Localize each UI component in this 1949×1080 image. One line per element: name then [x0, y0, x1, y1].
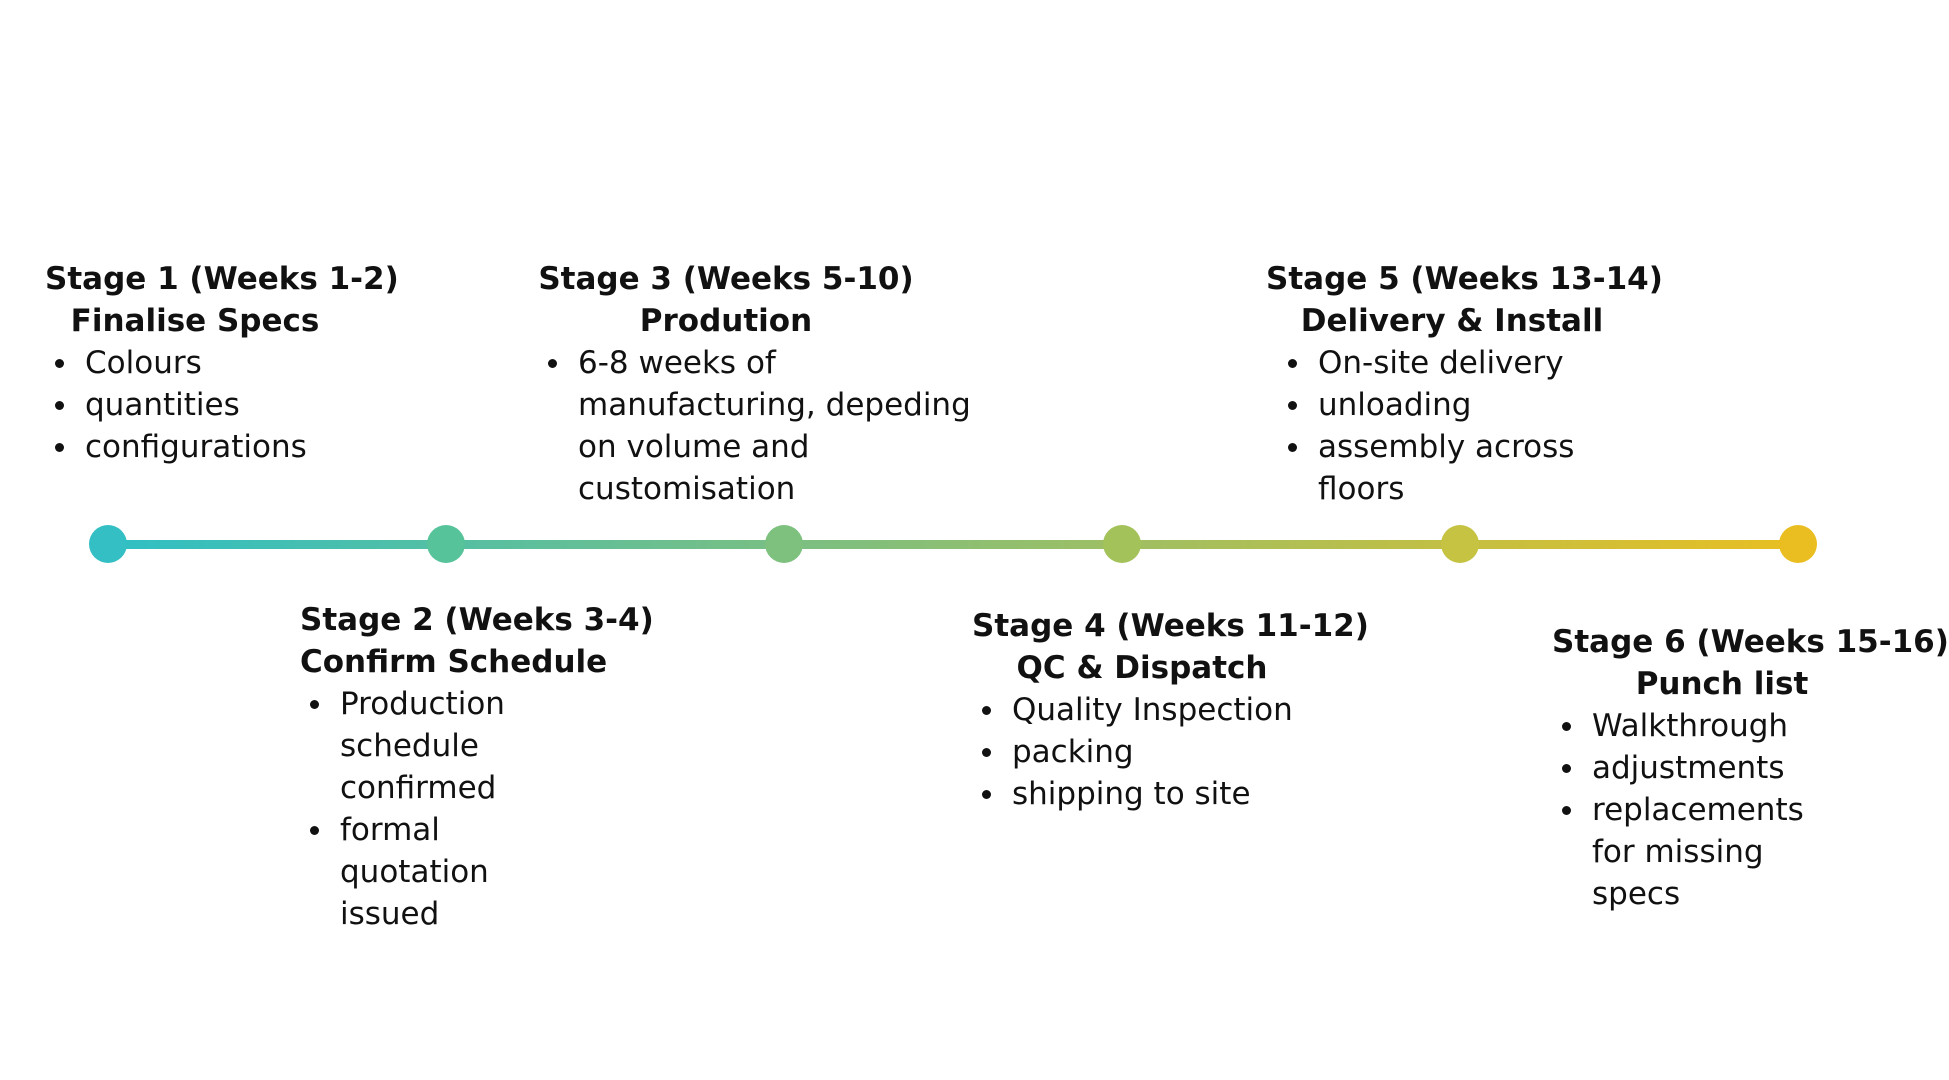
stage-6-heading: Stage 6 (Weeks 15-16)	[1552, 624, 1949, 660]
stage-3-bullets: 6-8 weeks of manufacturing, depeding on …	[538, 342, 1008, 510]
list-item: Walkthrough	[1552, 705, 1892, 747]
timeline-line	[108, 540, 1803, 549]
stage-2-heading: Stage 2 (Weeks 3-4)	[300, 602, 654, 638]
stage-6-bullets: Walkthrough adjustments replacements for…	[1552, 705, 1892, 915]
stage-6-card: Stage 6 (Weeks 15-16) Punch list Walkthr…	[1552, 621, 1949, 915]
stage-4-node	[1103, 525, 1141, 563]
list-item: shipping to site	[972, 773, 1312, 815]
stage-4-subtitle: QC & Dispatch	[1016, 650, 1268, 686]
stage-5-subtitle: Delivery & Install	[1300, 303, 1604, 339]
stage-5-card: Stage 5 (Weeks 13-14) Delivery & Install…	[1266, 258, 1663, 510]
list-item: adjustments	[1552, 747, 1892, 789]
stage-4-card: Stage 4 (Weeks 11-12) QC & Dispatch Qual…	[972, 605, 1369, 815]
stage-1-heading: Stage 1 (Weeks 1-2)	[45, 261, 399, 297]
stage-4-bullets: Quality Inspection packing shipping to s…	[972, 689, 1312, 815]
list-item: quantities	[45, 384, 345, 426]
stage-5-bullets: On-site delivery unloading assembly acro…	[1278, 342, 1638, 510]
stage-2-card: Stage 2 (Weeks 3-4) Confirm Schedule Pro…	[300, 599, 654, 935]
stage-5-node	[1441, 525, 1479, 563]
list-item: On-site delivery	[1278, 342, 1638, 384]
stage-3-heading: Stage 3 (Weeks 5-10)	[538, 261, 914, 297]
list-item: assembly across floors	[1278, 426, 1638, 510]
stage-3-card: Stage 3 (Weeks 5-10) Prodution 6-8 weeks…	[538, 258, 1008, 510]
list-item: formal quotation issued	[300, 809, 570, 935]
stage-1-card: Stage 1 (Weeks 1-2) Finalise Specs Colou…	[45, 258, 399, 468]
stage-1-node	[89, 525, 127, 563]
list-item: Colours	[45, 342, 345, 384]
stage-1-subtitle: Finalise Specs	[70, 303, 320, 339]
stage-3-node	[765, 525, 803, 563]
list-item: Quality Inspection	[972, 689, 1312, 731]
stage-6-node	[1779, 525, 1817, 563]
stage-3-subtitle: Prodution	[639, 303, 813, 339]
stage-6-subtitle: Punch list	[1635, 666, 1809, 702]
list-item: packing	[972, 731, 1312, 773]
list-item: unloading	[1278, 384, 1638, 426]
stage-2-subtitle: Confirm Schedule	[300, 644, 608, 680]
list-item: Production schedule confirmed	[300, 683, 505, 809]
stage-5-heading: Stage 5 (Weeks 13-14)	[1266, 261, 1663, 297]
stage-4-heading: Stage 4 (Weeks 11-12)	[972, 608, 1369, 644]
stage-2-node	[427, 525, 465, 563]
stage-2-bullets: Production schedule confirmed formal quo…	[300, 683, 600, 935]
stage-1-bullets: Colours quantities configurations	[45, 342, 345, 468]
list-item: 6-8 weeks of manufacturing, depeding on …	[538, 342, 1018, 510]
list-item: configurations	[45, 426, 345, 468]
list-item: replacements for missing specs	[1552, 789, 1852, 915]
